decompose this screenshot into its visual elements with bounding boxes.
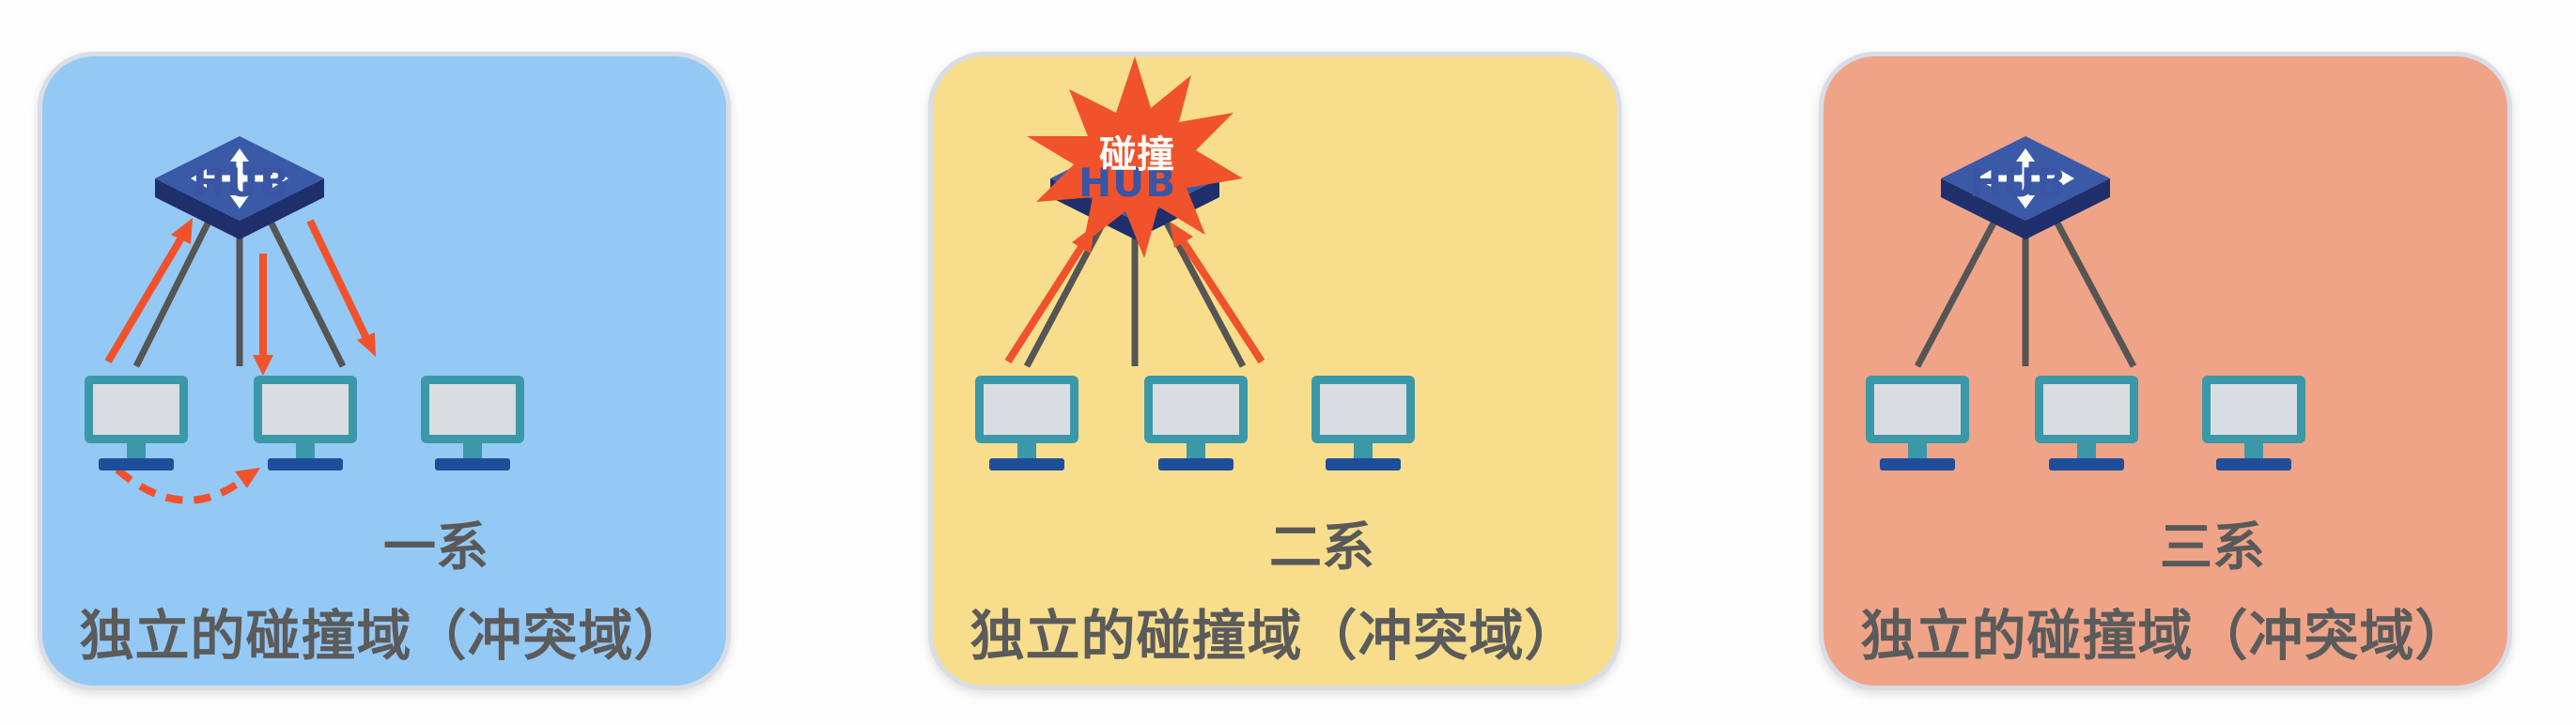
hub-switch-icon [1941,136,2110,239]
traffic-arrows [104,218,376,504]
collision-burst-icon [1027,56,1243,258]
link-line [2050,214,2137,368]
computer-icon [421,376,524,470]
network-graphic [85,136,524,504]
computer-icon [1144,376,1248,470]
link-line [132,214,215,368]
collision-domain-caption: 独立的碰撞域（冲突域） [970,604,1580,668]
collision-domain-caption: 独立的碰撞域（冲突域） [79,604,690,668]
collision-domain-caption: 独立的碰撞域（冲突域） [1860,604,2471,668]
link-line [264,214,347,368]
panel-system-3: HUB 三系 独立的碰撞域（冲突域） [1819,52,2512,690]
link-line [1914,214,2001,368]
hub-switch-icon [155,136,324,239]
collision-label: 碰撞 [1099,133,1174,177]
computer-icon [2035,376,2138,470]
network-graphic [975,56,1415,470]
panel-system-2: HUB 碰撞 二系 独立的碰撞域（冲突域） [928,52,1622,690]
hub-label: HUB [193,160,291,206]
panel-system-1: HUB 一系 独立的碰撞域（冲突域） [38,52,731,690]
computer-icon [975,376,1079,470]
system-label: 二系 [1269,517,1374,578]
computer-icon [1866,376,1969,470]
computer-icon [85,376,188,470]
computer-icon [2202,376,2305,470]
system-label: 一系 [383,517,489,578]
system-label: 三系 [2160,517,2265,578]
computer-icon [1311,376,1415,470]
link-line [1023,214,1110,368]
hub-label: HUB [1969,160,2068,206]
traffic-arrows [1004,222,1265,364]
computer-icon [254,376,357,470]
hub-label: HUB [1079,160,1177,206]
network-graphic [1866,136,2305,470]
